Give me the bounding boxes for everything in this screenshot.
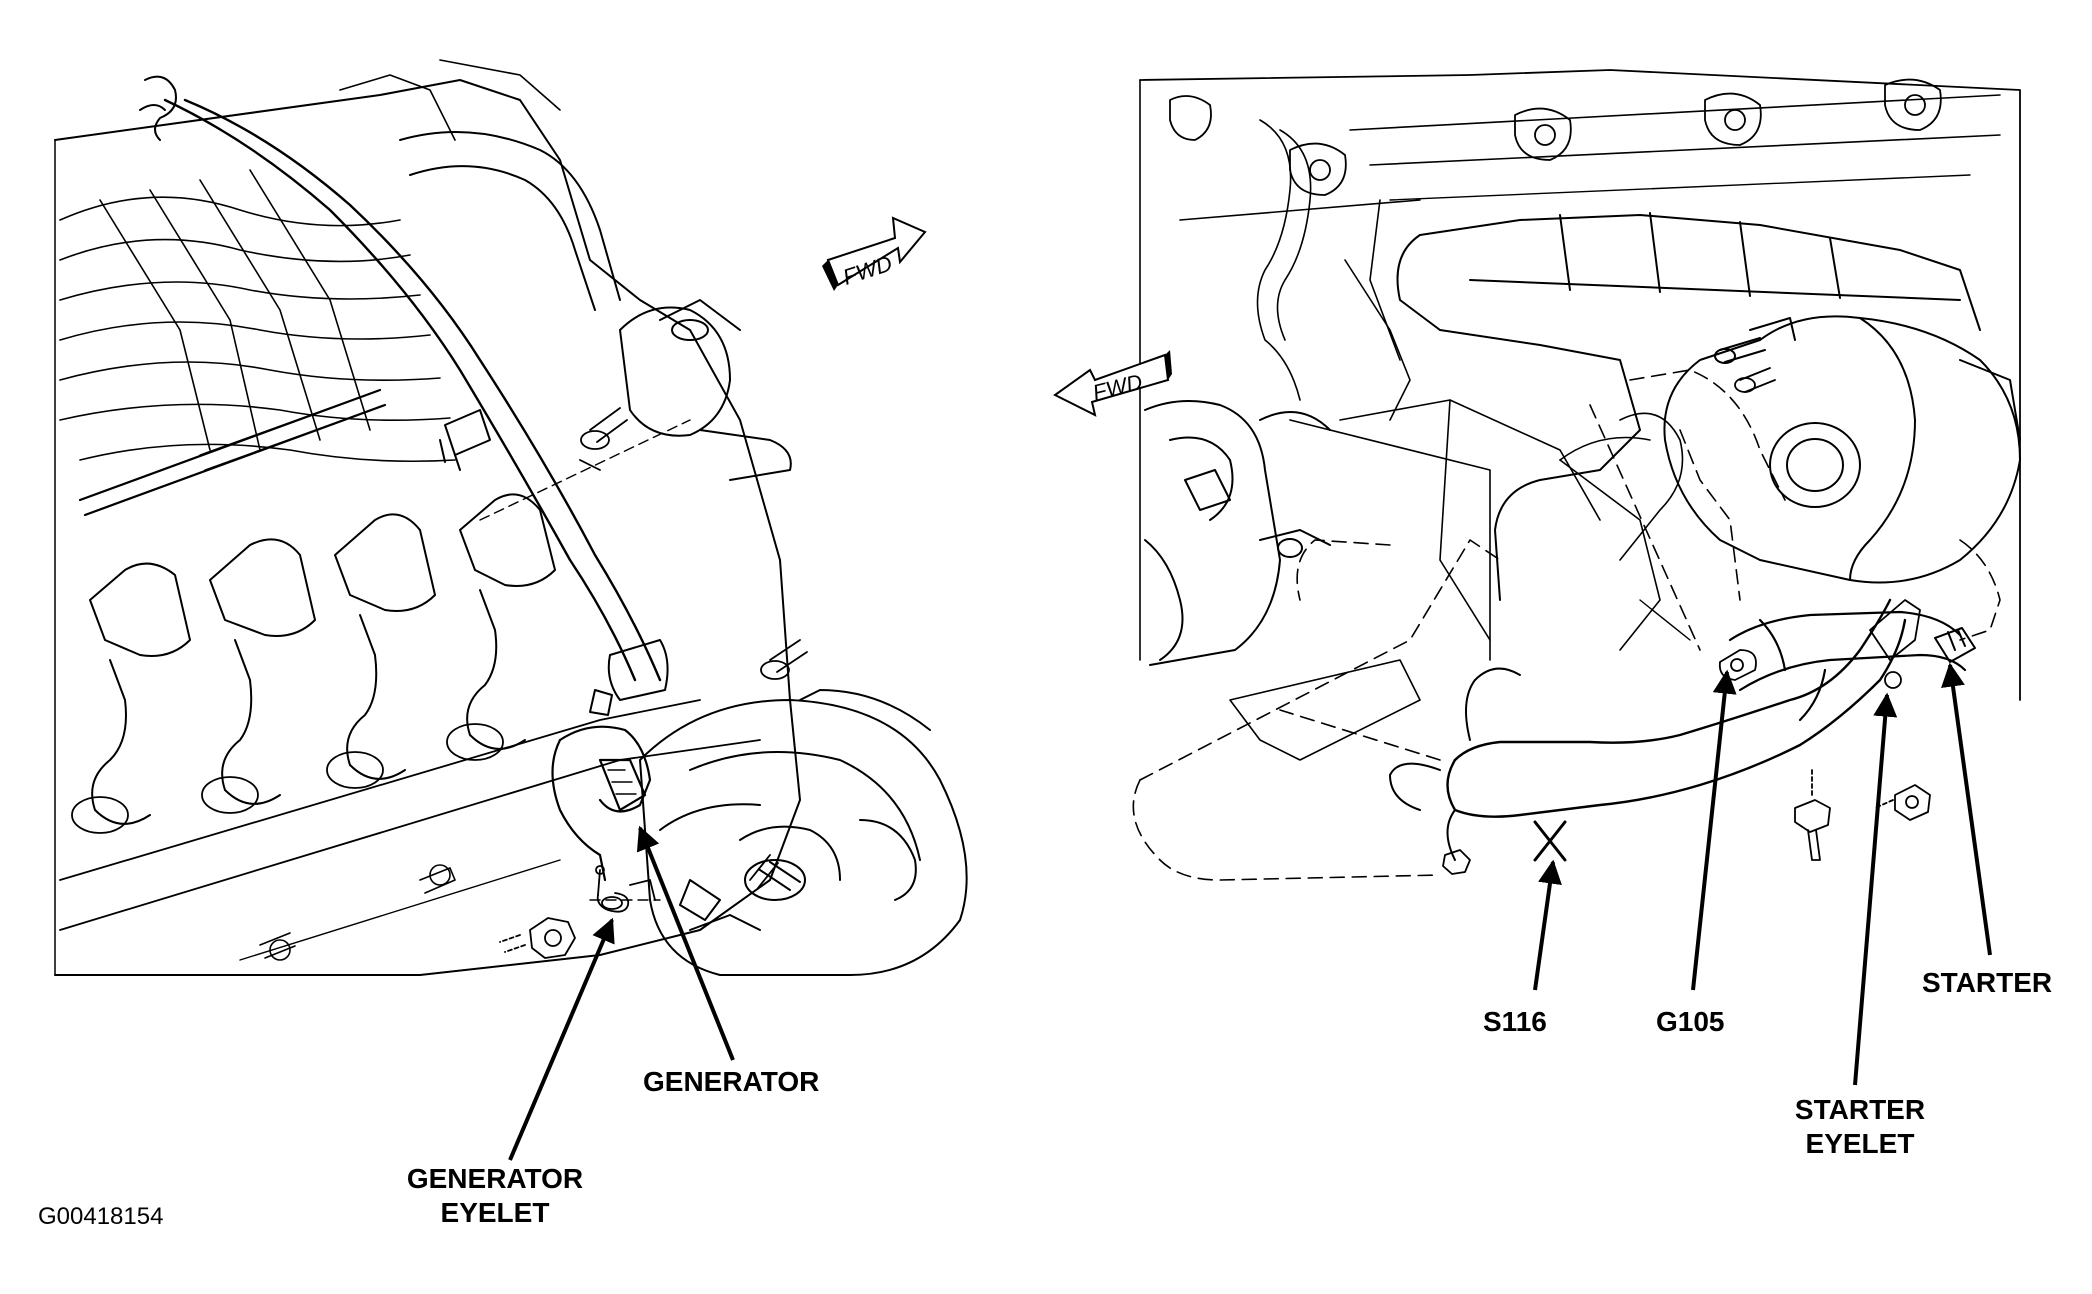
generator-leader — [636, 825, 735, 1061]
starter-label: STARTER — [1922, 967, 2053, 998]
s116-label: S116 — [1483, 1006, 1547, 1037]
fwd-label-right: FWD — [1090, 369, 1145, 405]
g105-leader — [1691, 669, 1737, 991]
s116-leader — [1533, 859, 1562, 991]
g105-label: G105 — [1656, 1006, 1725, 1037]
starter-eyelet-leader — [1853, 692, 1898, 1086]
generator-eyelet-leader — [508, 917, 615, 1161]
fwd-arrow-right: FWD — [1053, 350, 1172, 417]
generator-eyelet-label-line1: GENERATOR — [406, 1163, 584, 1194]
starter-eyelet-label: STARTER EYELET — [1770, 1093, 1950, 1161]
left-engine-view — [54, 59, 968, 976]
generator-eyelet-label-line2: EYELET — [440, 1197, 550, 1228]
fwd-arrow-left: FWD — [822, 216, 927, 291]
starter-eyelet-label-line1: STARTER — [1794, 1094, 1926, 1125]
starter-leader — [1941, 662, 1992, 956]
starter-eyelet-label-line2: EYELET — [1805, 1128, 1915, 1159]
figure-code: G00418154 — [38, 1203, 164, 1230]
generator-eyelet-label: GENERATOR EYELET — [395, 1162, 595, 1230]
left-callout-arrows — [508, 825, 735, 1161]
right-callout-arrows — [1533, 662, 1992, 1086]
right-engine-view — [1132, 69, 2021, 881]
generator-label: GENERATOR — [643, 1066, 820, 1097]
